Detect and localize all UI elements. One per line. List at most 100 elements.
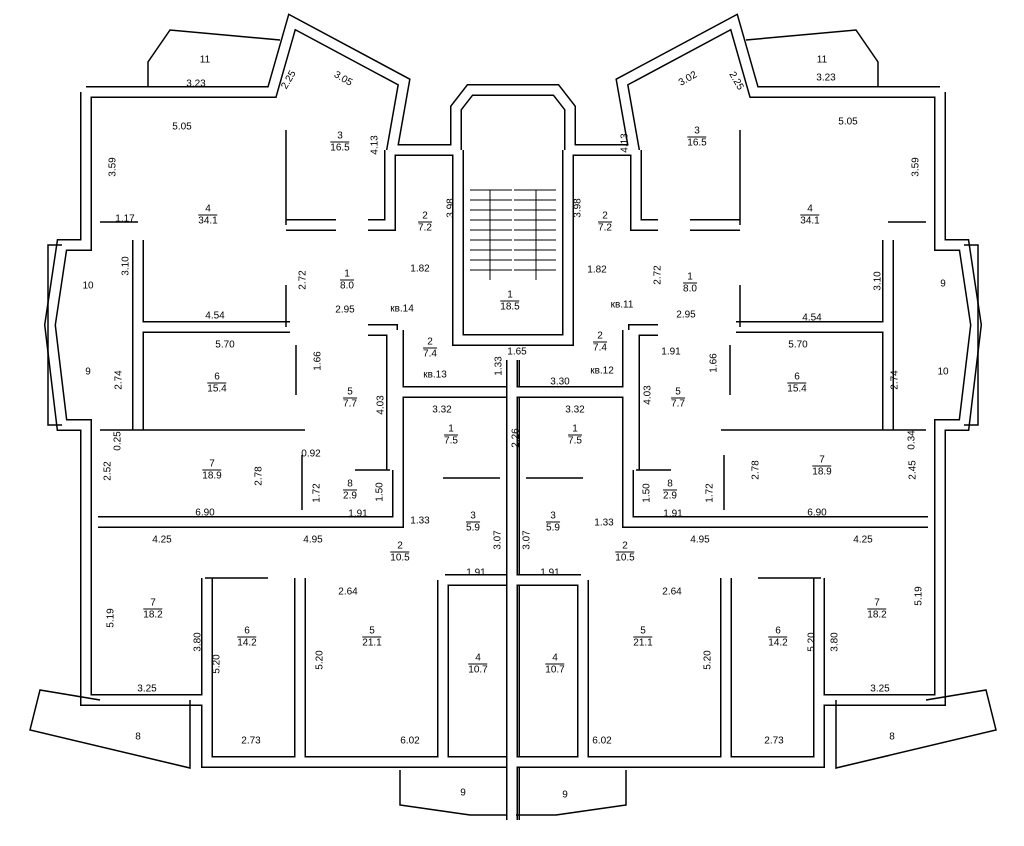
balcony-label: 9 [562,789,568,801]
dimension-label: 1.33 [594,517,614,529]
balcony-label: 10 [937,366,949,378]
dimension-label: 3.59 [107,157,119,177]
dimension-label: 4.54 [205,310,225,322]
dimension-label: 1.91 [540,567,560,579]
room-area: 7.4 [593,342,607,354]
dimension-label: 0.25 [112,431,124,451]
room-area: 15.4 [787,383,807,395]
balcony-label: 8 [135,731,141,743]
room-number: 4 [468,653,488,665]
room-area: 8.0 [340,280,354,292]
dimension-label: 4.95 [690,534,710,546]
room-number: 6 [207,372,227,384]
balcony-label: 8 [889,731,895,743]
dimension-label: 1.33 [493,356,505,376]
dimension-label: 3.10 [120,256,132,276]
room-area: 10.7 [468,664,488,676]
dimension-label: 2.26 [510,428,522,448]
dimension-label: 2.78 [750,460,762,480]
dimension-label: 1.91 [466,567,486,579]
room-area: 21.1 [633,637,653,649]
dimension-label: 1.72 [704,483,716,503]
dimension-label: 2.78 [253,466,265,486]
dimension-label: 4.13 [369,135,381,155]
room-number: 1 [340,269,354,281]
dimension-label: 4.25 [853,534,873,546]
dimension-label: 4.13 [619,133,631,153]
dimension-label: 5.20 [702,650,714,670]
dimension-label: 1.82 [410,263,430,275]
room-area: 2.9 [343,490,357,502]
room-area: 7.7 [343,398,357,410]
dimension-label: 1.91 [661,346,681,358]
dimension-label: 4.95 [303,534,323,546]
dimension-label: 6.90 [195,507,215,519]
dimension-label: 2.45 [907,460,919,480]
dimension-label: 5.70 [788,339,808,351]
dimension-label: 2.95 [335,304,355,316]
room-area: 7.7 [671,398,685,410]
room-number: 5 [671,387,685,399]
room-number: 3 [546,511,560,523]
dimension-label: 2.64 [338,586,358,598]
room-number: 8 [343,479,357,491]
dimension-label: 3.23 [186,78,206,90]
room-area: 16.5 [687,137,707,149]
dimension-label: 1.66 [312,351,324,371]
dimension-label: 3.80 [829,632,841,652]
dimension-label: 1.82 [587,264,607,276]
dimension-label: 5.70 [215,339,235,351]
room-area: 5.9 [466,522,480,534]
room-area: 7.5 [444,435,458,447]
room-number: 7 [202,459,222,471]
dimension-label: 2.73 [241,735,261,747]
dimension-label: 1.91 [663,508,683,520]
room-area: 7.5 [568,435,582,447]
dimension-label: 4.03 [642,385,654,405]
apartment-label: кв.11 [610,299,634,311]
apartment-label: кв.13 [423,369,447,381]
dimension-label: 1.72 [311,483,323,503]
room-area: 34.1 [198,215,218,227]
room-number: 6 [768,626,788,638]
room-area: 18.2 [143,609,163,621]
room-number: 8 [663,479,677,491]
room-number: 2 [593,331,607,343]
room-area: 18.5 [500,301,520,313]
balcony-label: 9 [85,366,91,378]
wall-layout-left [29,13,520,820]
dimension-label: 2.95 [676,309,696,321]
room-number: 5 [633,626,653,638]
dimension-label: 0.92 [301,448,321,460]
room-number: 1 [500,290,520,302]
dimension-label: 2.74 [113,370,125,390]
room-area: 5.9 [546,522,560,534]
dimension-label: 5.19 [913,586,925,606]
dimension-label: 1.17 [115,213,135,225]
dimension-label: 3.80 [192,632,204,652]
dimension-label: 2.64 [662,586,682,598]
dimension-label: 6.02 [592,735,612,747]
dimension-label: 5.05 [838,116,858,128]
room-number: 3 [466,511,480,523]
room-number: 3 [687,126,707,138]
dimension-label: 1.91 [348,508,368,520]
room-number: 2 [598,211,612,223]
